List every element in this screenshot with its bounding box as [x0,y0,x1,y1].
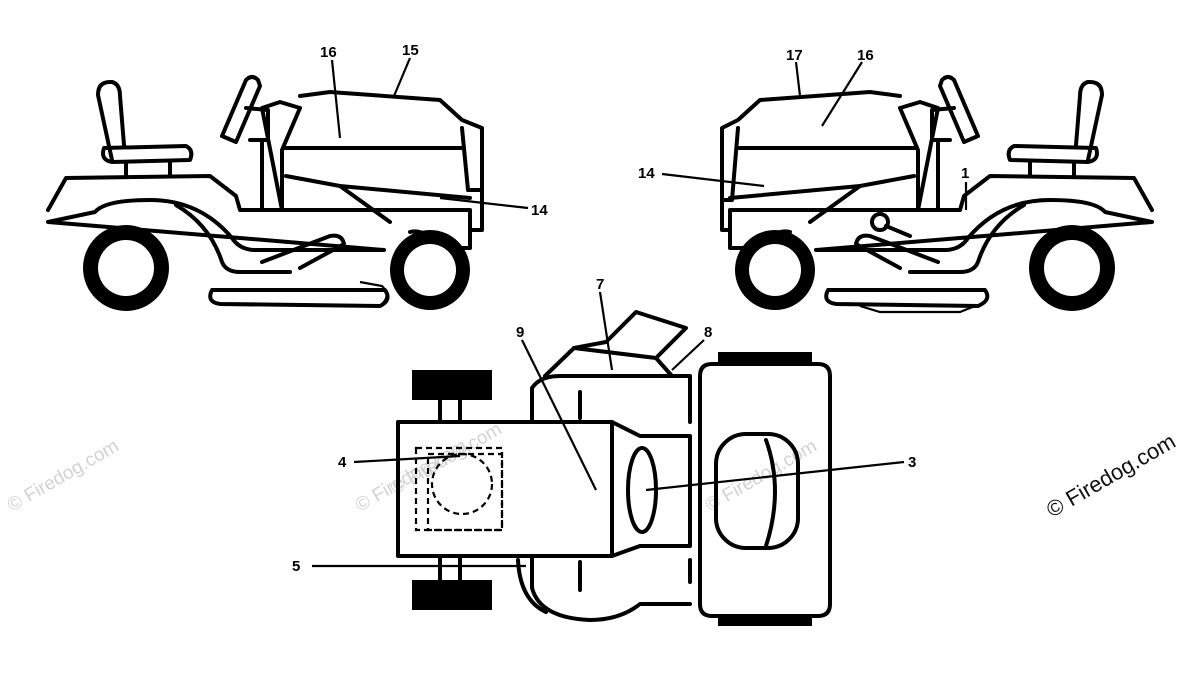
leader-3 [645,460,905,492]
top-dash [610,420,692,558]
top-fuel-cap [430,452,494,516]
hood-right [720,90,918,232]
left-side-view [46,75,484,311]
seat-back [96,80,126,162]
seat-back-right [1074,80,1104,162]
foot-pedal-right [854,233,940,270]
leader-17-right [794,61,802,97]
seat-base [101,144,194,164]
top-seat-back [764,438,777,548]
leader-14-right [661,172,765,188]
deck-guard-right [859,304,976,314]
leader-16-left [330,59,342,139]
top-deck-marks [578,390,692,592]
top-seat [714,432,800,550]
top-decal-panel-inner [426,452,504,532]
watermark-1: © Firedog.com [4,436,123,517]
top-front-tire-lower [412,580,492,610]
mower-deck-right [824,288,990,308]
callout-labels: 16 15 14 17 16 14 1 7 9 8 4 3 5 [292,42,969,575]
callout-4: 4 [338,454,347,471]
steering-column-right [930,106,956,142]
leader-7 [598,291,614,371]
foot-pedal [260,233,346,270]
leader-9 [521,339,597,491]
steering-wheel [220,75,262,144]
leader-4 [353,454,461,464]
callout-16-right: 16 [857,47,874,64]
dash-panel-right [898,100,940,212]
callout-1-right: 1 [961,165,969,182]
callout-9: 9 [516,324,524,341]
seat-base-right [1006,144,1099,164]
callout-16-left: 16 [320,44,337,61]
leader-lines [312,57,968,568]
callout-17-right: 17 [786,47,803,64]
lever-knob [870,212,890,232]
callout-7: 7 [596,276,604,293]
chassis-line-right [908,203,1026,274]
right-side-view [720,75,1154,314]
top-rear-body [698,362,832,618]
top-front-axle [438,398,462,582]
leader-14-left [439,196,529,210]
right-front-hub [749,244,801,296]
top-hood [396,420,614,558]
callout-5: 5 [292,558,300,575]
left-rear-hub [98,240,154,296]
copyright-text: © Firedog.com [1042,428,1180,522]
lever [884,224,912,238]
callout-8: 8 [704,324,712,341]
deck-chute [359,280,388,307]
top-front-tire-upper [412,370,492,400]
leader-8 [671,339,705,371]
callout-14-right: 14 [638,165,655,182]
top-view [396,310,832,626]
top-rear-tire-lower [718,614,812,626]
seat-post-right [1028,160,1076,177]
hood [282,90,484,232]
mower-deck [208,288,390,308]
top-hose [516,558,548,614]
top-discharge-chute [543,310,688,378]
callout-15-left: 15 [402,42,419,59]
callout-3: 3 [908,454,916,471]
callout-14-left: 14 [531,202,548,219]
top-chute-edge [572,346,658,360]
seat-post [124,160,172,177]
top-deck-outline [530,374,692,622]
dash-panel [260,100,302,212]
left-front-hub [404,244,456,296]
top-rear-tire-upper [718,352,812,366]
hood-grille [460,126,484,192]
chassis-line [174,203,292,274]
steering-column [244,106,270,142]
steering-wheel-right [938,75,980,144]
leader-15-left [392,57,412,97]
leader-16-right [821,61,863,127]
hood-grille-right [720,126,740,202]
right-rear-hub [1044,240,1100,296]
